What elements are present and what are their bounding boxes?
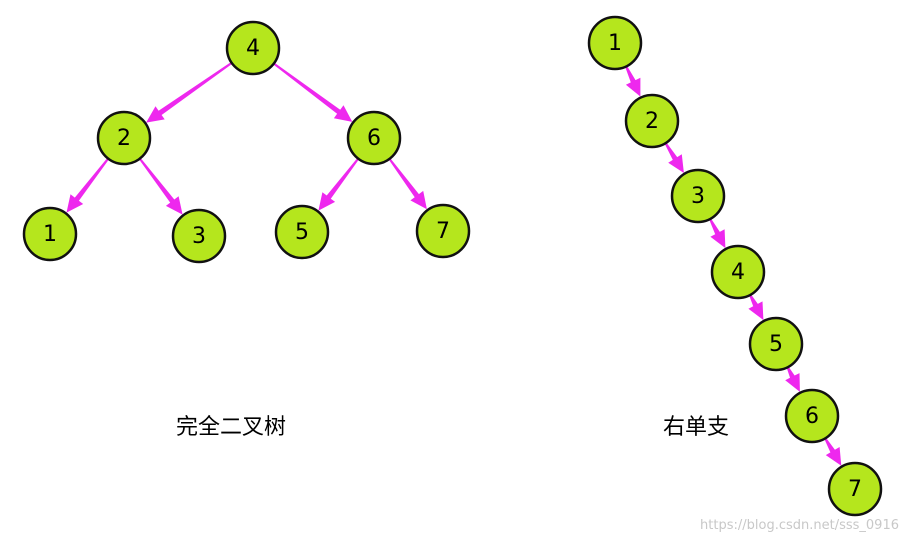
right-skewed-edge-3-4-shape [709,218,726,249]
right-skewed-edge-4-5 [748,294,764,321]
complete-tree-edge-2-1 [66,158,109,213]
watermark: https://blog.csdn.net/sss_0916 [700,518,899,533]
complete-tree-node-4-circle [225,20,281,76]
complete-tree-node-5-circle [274,204,330,260]
complete-tree-caption: 完全二叉树 [176,415,287,440]
complete-tree-node-3: 3 [171,208,227,264]
complete-tree-edge-2-3 [139,158,183,215]
complete-tree-node-7-label: 7 [436,219,450,244]
right-skewed-node-6-circle [784,388,840,444]
right-skewed-node-7: 7 [827,461,883,517]
complete-tree-edge-6-7 [388,158,427,210]
nodes-layer: 4 2 6 1 3 5 7 1 2 3 4 5 6 7 [22,15,883,517]
right-skewed-edge-5-6-shape [785,366,800,392]
right-skewed-edge-2-3-shape [664,142,684,173]
complete-tree-node-3-circle [171,208,227,264]
complete-tree-node-2-label: 2 [117,126,131,151]
complete-tree-edge-4-6 [273,62,353,122]
complete-tree-node-1: 1 [22,206,78,262]
right-skewed-node-3-circle [670,168,726,224]
right-skewed-node-3-label: 3 [691,184,705,209]
right-skewed-node-1-label: 1 [608,31,622,56]
complete-tree-edge-4-6-shape [273,62,353,122]
complete-tree-edge-4-2 [146,62,233,123]
right-skewed-node-5-label: 5 [769,332,783,357]
complete-tree-edge-2-1-shape [66,158,109,213]
complete-tree-node-6-circle [346,110,402,166]
right-skewed-edge-5-6 [785,366,800,392]
right-skewed-edge-6-7-shape [824,437,842,466]
right-skewed-edge-2-3 [664,142,684,173]
complete-tree-edge-2-3-shape [139,158,183,215]
complete-tree-edge-4-2-shape [146,62,233,123]
right-skewed-edge-4-5-shape [748,294,764,321]
complete-tree-node-5-label: 5 [295,220,309,245]
right-skewed-node-4-circle [710,244,766,300]
right-skewed-node-6: 6 [784,388,840,444]
complete-tree-edge-6-7-shape [388,158,427,210]
right-skewed-node-5-circle [748,316,804,372]
right-skewed-edge-1-2 [625,66,641,97]
complete-tree-edge-6-5-shape [318,158,359,211]
complete-tree-edge-6-5 [318,158,359,211]
right-skewed-node-7-circle [827,461,883,517]
complete-tree-node-4: 4 [225,20,281,76]
complete-tree-node-5: 5 [274,204,330,260]
right-skewed-node-3: 3 [670,168,726,224]
complete-tree-node-3-label: 3 [192,224,206,249]
right-skewed-node-5: 5 [748,316,804,372]
right-skewed-edge-1-2-shape [625,66,641,97]
right-skewed-node-4-label: 4 [731,260,745,285]
right-skewed-node-2: 2 [624,93,680,149]
right-skewed-node-1: 1 [587,15,643,71]
complete-tree-node-6: 6 [346,110,402,166]
right-skewed-node-4: 4 [710,244,766,300]
right-skewed-node-2-circle [624,93,680,149]
right-skewed-node-1-circle [587,15,643,71]
complete-tree-node-2: 2 [96,110,152,166]
right-skewed-node-6-label: 6 [805,404,819,429]
edges-layer [66,62,842,466]
complete-tree-node-4-label: 4 [246,36,260,61]
complete-tree-node-7: 7 [415,203,471,259]
right-skewed-node-7-label: 7 [848,477,862,502]
right-skewed-edge-3-4 [709,218,726,249]
complete-tree-node-7-circle [415,203,471,259]
complete-tree-node-2-circle [96,110,152,166]
complete-tree-node-1-label: 1 [43,222,57,247]
complete-tree-node-6-label: 6 [367,126,381,151]
complete-tree-node-1-circle [22,206,78,262]
right-skewed-caption: 右单支 [663,415,730,440]
right-skewed-edge-6-7 [824,437,842,466]
right-skewed-node-2-label: 2 [645,109,659,134]
